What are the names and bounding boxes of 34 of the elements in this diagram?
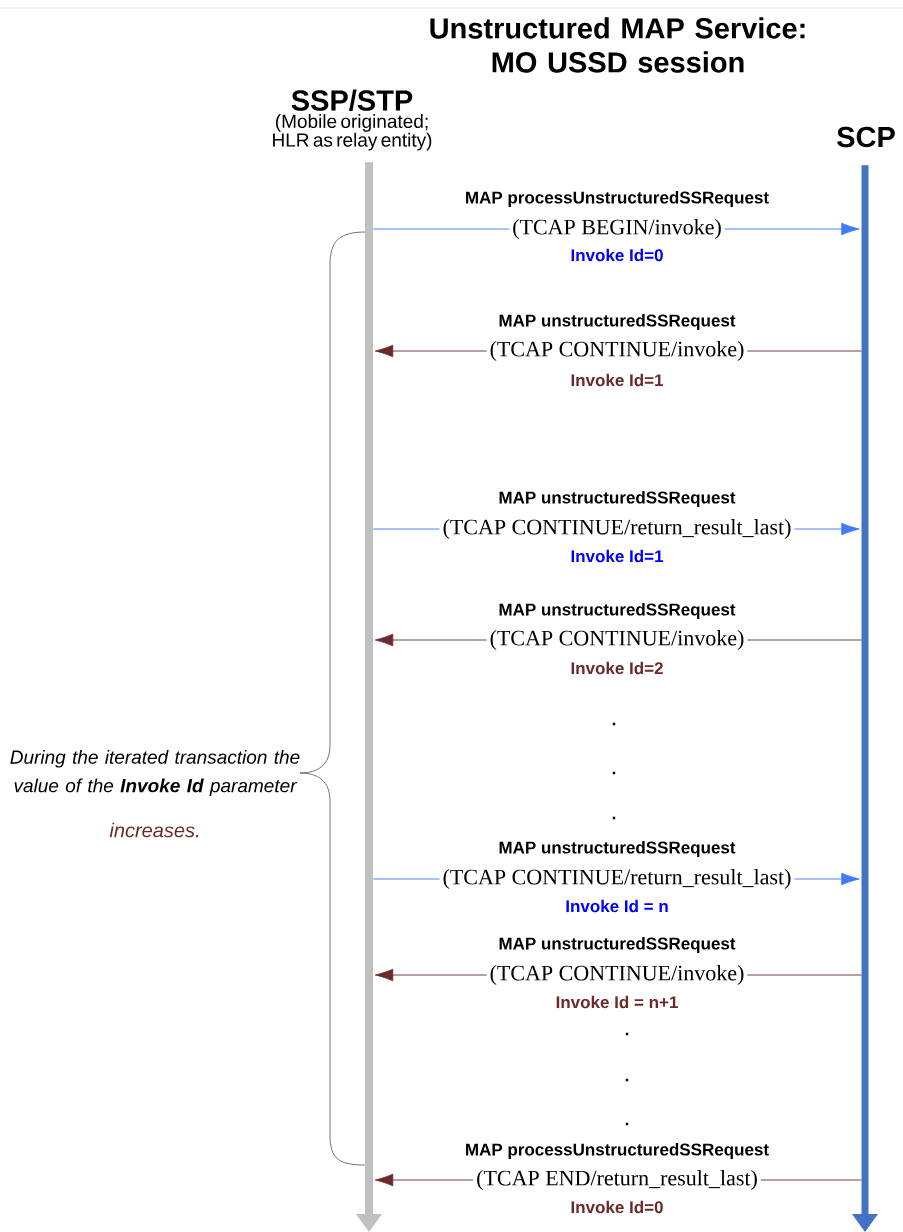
message-name: MAP unstructuredSSRequest [499, 491, 736, 507]
message-name: MAP unstructuredSSRequest [499, 603, 736, 619]
edge-label: (TCAP CONTINUE/invoke) [486, 964, 748, 986]
edge-label: (TCAP CONTINUE/return_result_last) [439, 518, 795, 540]
edge-label: (TCAP END/return_result_last) [473, 1169, 761, 1191]
ellipsis-dot: . [625, 1032, 629, 1036]
message-name: MAP processUnstructuredSSRequest [466, 1143, 769, 1159]
ellipsis-dot: . [612, 816, 616, 820]
ellipsis-dot: . [612, 771, 616, 775]
message-name: MAP unstructuredSSRequest [499, 314, 736, 330]
edge-label: (TCAP CONTINUE/invoke) [486, 629, 748, 651]
invoke-id: Invoke Id=0 [571, 1200, 663, 1214]
invoke-id: Invoke Id=1 [571, 549, 664, 563]
ellipsis-dot: . [612, 722, 616, 726]
lifeline-header: SSP/STP (Mobile originated; HLR as relay entity) [273, 89, 432, 151]
note: increases. [109, 822, 199, 838]
ellipsis-dot: . [625, 1078, 629, 1082]
ellipsis-dot: . [625, 1122, 629, 1126]
invoke-id: Invoke Id=1 [571, 373, 664, 387]
timeline-arrow [356, 162, 382, 1232]
edge-label: (TCAP CONTINUE/invoke) [486, 340, 748, 362]
invoke-id: Invoke Id = n [566, 899, 668, 913]
invoke-id: Invoke Id = n+1 [556, 995, 678, 1009]
note: During the iterated transaction the value of the Invoke Id parameter [10, 749, 300, 797]
invoke-id: Invoke Id=0 [571, 248, 663, 262]
timeline-arrow [852, 165, 878, 1232]
message-name: MAP unstructuredSSRequest [499, 841, 736, 857]
lifeline-header: SCP [837, 126, 895, 148]
edge-label: (TCAP BEGIN/invoke) [509, 218, 725, 240]
edge-label: (TCAP CONTINUE/return_result_last) [439, 868, 795, 890]
message-name: MAP processUnstructuredSSRequest [466, 191, 769, 207]
invoke-id: Invoke Id=2 [571, 661, 663, 675]
message-name: MAP unstructuredSSRequest [499, 937, 736, 953]
title: Unstructured MAP Service: MO USSD session [430, 17, 805, 73]
